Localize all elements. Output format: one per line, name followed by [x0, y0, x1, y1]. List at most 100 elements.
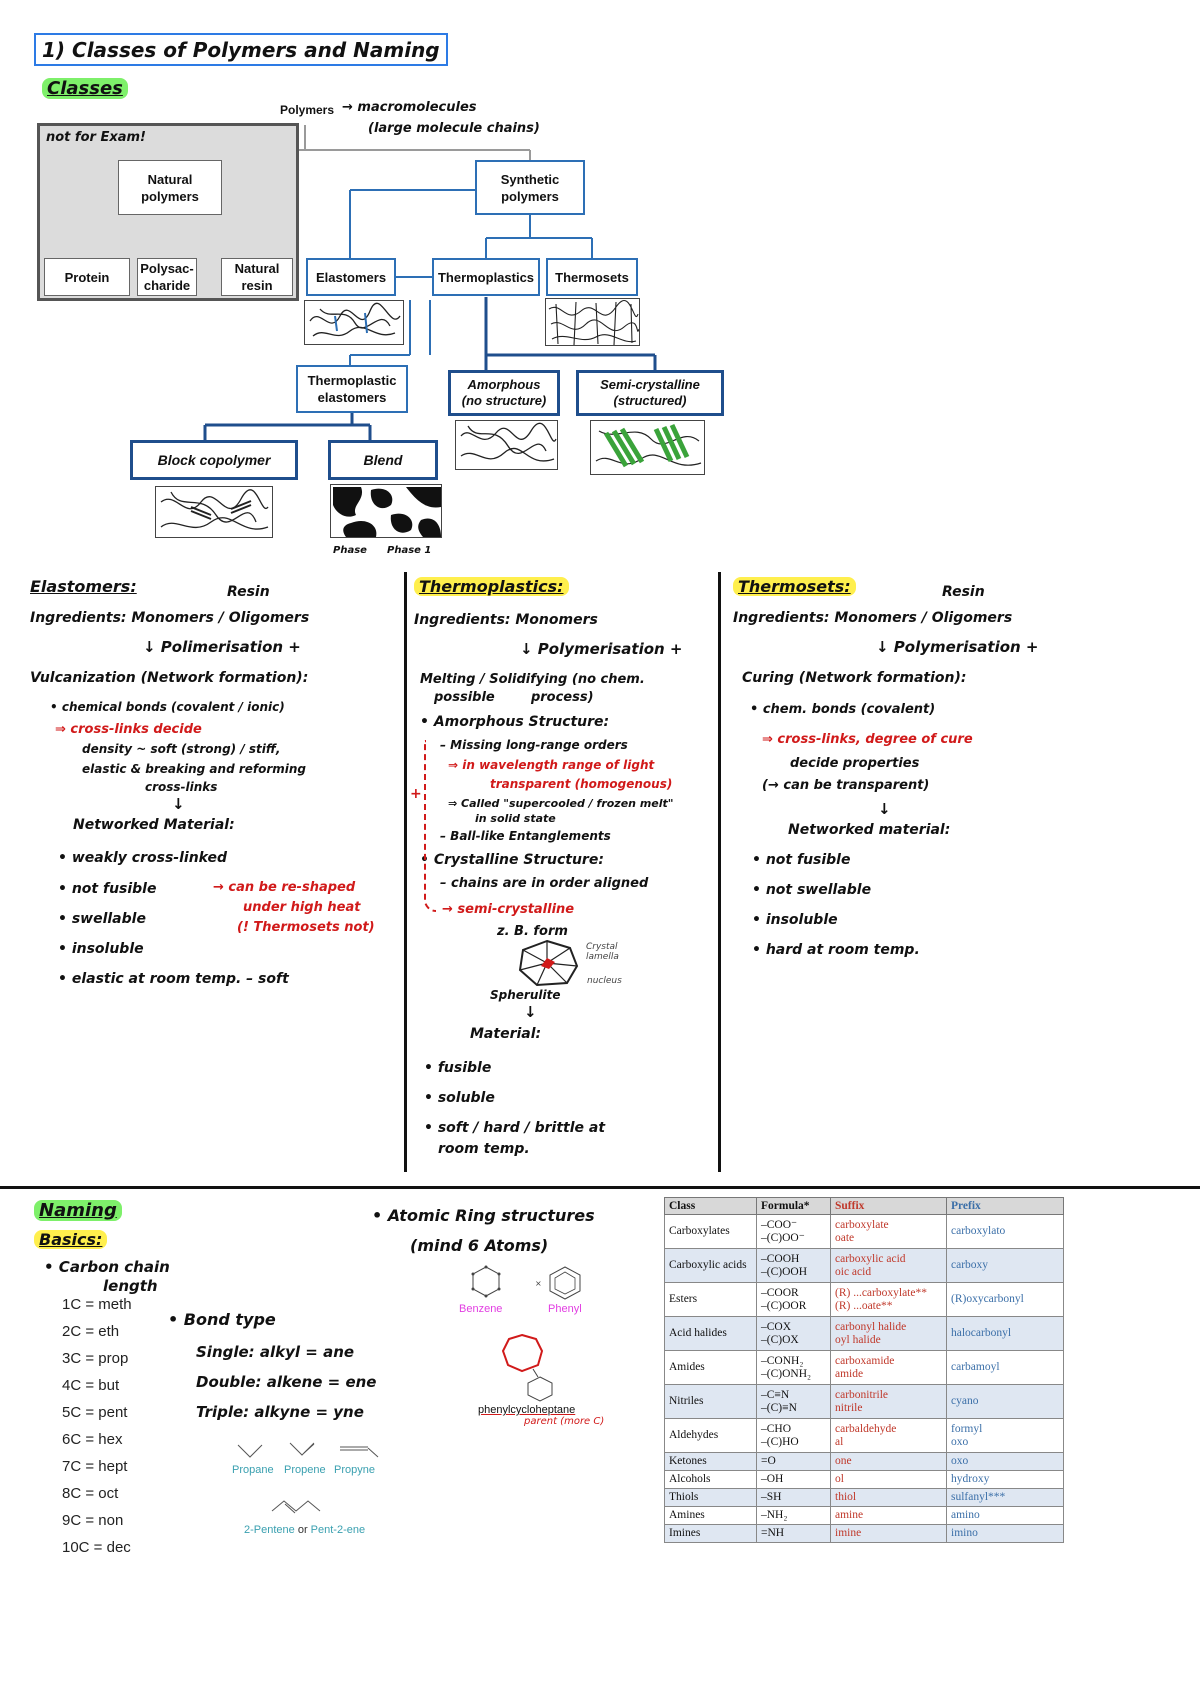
- root-note-2: (large molecule chains): [368, 121, 540, 136]
- table-cell: imine: [831, 1525, 947, 1543]
- single-bond: Single: alkyl = ane: [196, 1343, 354, 1361]
- chain-item: 4C = but: [62, 1377, 132, 1404]
- table-cell: (R) ...carboxylate** (R) ...oate**: [831, 1283, 947, 1317]
- blend-phase-label: Phase: [333, 545, 367, 556]
- polymers-root: Polymers: [280, 103, 334, 117]
- chain-length-list: 1C = meth 2C = eth 3C = prop 4C = but 5C…: [62, 1296, 132, 1566]
- elastomers-arrow: ↓: [172, 795, 185, 813]
- length-label: length: [103, 1277, 158, 1295]
- thermosets-p3: • insoluble: [752, 912, 838, 928]
- not-exam-label: not for Exam!: [46, 130, 146, 145]
- table-cell: ol: [831, 1471, 947, 1489]
- elastomers-p5: • elastic at room temp. – soft: [58, 971, 289, 987]
- polysaccharide-box: Polysac-charide: [137, 258, 197, 296]
- thermosets-heading: Thermosets:: [733, 577, 856, 596]
- table-cell: hydroxy: [947, 1471, 1064, 1489]
- elastomers-p2-note2: under high heat: [243, 900, 360, 915]
- chain-item: 9C = non: [62, 1512, 132, 1539]
- table-row: Carboxylic acids–COOH –(C)OOHcarboxylic …: [665, 1249, 1064, 1283]
- synthetic-polymers-box: Synthetic polymers: [475, 160, 585, 215]
- blend-image: [330, 484, 442, 538]
- chain-item: 6C = hex: [62, 1431, 132, 1458]
- header-suffix: Suffix: [831, 1198, 947, 1215]
- functional-groups-table: Class Formula* Suffix Prefix Carboxylate…: [664, 1197, 1064, 1543]
- table-cell: carbonyl halide oyl halide: [831, 1317, 947, 1351]
- propene-label: Propene: [284, 1464, 326, 1476]
- red-bracket: [424, 740, 436, 912]
- thermoplastics-m2: • soluble: [424, 1090, 495, 1106]
- thermoplastics-mat: Material:: [470, 1026, 541, 1042]
- table-row: Carboxylates–COO⁻ –(C)OO⁻carboxylate oat…: [665, 1215, 1064, 1249]
- table-cell: Imines: [665, 1525, 757, 1543]
- elastomers-b3: density ~ soft (strong) / stiff,: [82, 742, 280, 756]
- elastomers-b5: cross-links: [145, 780, 217, 794]
- thermosets-curing: Curing (Network formation):: [742, 670, 966, 686]
- table-cell: carbamoyl: [947, 1351, 1064, 1385]
- table-cell: imino: [947, 1525, 1064, 1543]
- elastomers-step: ↓ Polimerisation +: [143, 638, 301, 656]
- thermosets-box: Thermosets: [546, 258, 638, 296]
- thermoplastics-c1: • Crystalline Structure:: [420, 852, 604, 868]
- thermoplastics-a1: • Amorphous Structure:: [420, 714, 609, 730]
- table-cell: carboxy: [947, 1249, 1064, 1283]
- thermoplastics-a3: ⇒ in wavelength range of light: [448, 758, 654, 772]
- thermosets-arrow: ↓: [878, 800, 891, 818]
- elastomers-heading: Elastomers:: [30, 577, 137, 596]
- table-cell: carbaldehyde al: [831, 1419, 947, 1453]
- elastomers-p1: • weakly cross-linked: [58, 850, 227, 866]
- thermosets-b2-text: ⇒ cross-links, degree of cure: [762, 732, 973, 747]
- thermoplastics-box: Thermoplastics: [432, 258, 540, 296]
- spherulite-image: [515, 938, 580, 988]
- propane-structures: [228, 1435, 388, 1463]
- phenylcycloheptane-structure: [500, 1333, 560, 1405]
- phenylcycloheptane-label: phenylcycloheptane: [478, 1404, 575, 1416]
- chain-item: 5C = pent: [62, 1404, 132, 1431]
- thermoplastics-a2: – Missing long-range orders: [440, 738, 628, 752]
- bond-type-label: • Bond type: [168, 1310, 276, 1329]
- table-cell: carboxylic acid oic acid: [831, 1249, 947, 1283]
- thermoplastics-a5: ⇒ Called "supercooled / frozen melt": [448, 797, 674, 810]
- bracket-plus: +: [410, 786, 422, 802]
- table-cell: oxo: [947, 1453, 1064, 1471]
- table-cell: –SH: [757, 1489, 831, 1507]
- table-row: Esters–COOR –(C)OOR(R) ...carboxylate** …: [665, 1283, 1064, 1317]
- natural-polymers-box: Natural polymers: [118, 160, 222, 215]
- elastomers-p2-note: → can be re-shaped: [213, 880, 355, 895]
- table-cell: –CHO –(C)HO: [757, 1419, 831, 1453]
- basics-heading: Basics:: [34, 1230, 107, 1249]
- table-cell: Amines: [665, 1507, 757, 1525]
- table-cell: –COOR –(C)OOR: [757, 1283, 831, 1317]
- table-cell: amine: [831, 1507, 947, 1525]
- elastomers-box: Elastomers: [306, 258, 396, 296]
- thermosets-p2: • not swellable: [752, 882, 871, 898]
- elastomers-ingredients: Ingredients: Monomers / Oligomers: [30, 610, 309, 626]
- chain-item: 8C = oct: [62, 1485, 132, 1512]
- semi-crystalline-label: Semi-crystalline (structured): [600, 377, 700, 409]
- naming-heading: Naming: [34, 1200, 122, 1221]
- chain-item: 7C = hept: [62, 1458, 132, 1485]
- thermoplastics-a6: in solid state: [475, 812, 556, 825]
- thermosets-b4: (→ can be transparent): [762, 778, 929, 793]
- table-header-row: Class Formula* Suffix Prefix: [665, 1198, 1064, 1215]
- chain-item: 1C = meth: [62, 1296, 132, 1323]
- pentene-label: 2-Pentene: [244, 1524, 295, 1536]
- table-cell: one: [831, 1453, 947, 1471]
- natural-resin-box: Natural resin: [221, 258, 293, 296]
- ring-structures-label: • Atomic Ring structures: [372, 1206, 595, 1225]
- table-row: Amides–CONH₂ –(C)ONH₂carboxamide amideca…: [665, 1351, 1064, 1385]
- elastomers-vulc: Vulcanization (Network formation):: [30, 670, 308, 686]
- crystal-lamella-label: Crystal lamella: [586, 942, 634, 962]
- elastomers-p2: • not fusible: [58, 881, 156, 897]
- thermoplastics-melt: Melting / Solidifying (no chem.: [420, 672, 645, 687]
- thermoplastics-m1: • fusible: [424, 1060, 491, 1076]
- table-cell: Thiols: [665, 1489, 757, 1507]
- propane-label: Propane: [232, 1464, 274, 1476]
- tpe-box: Thermoplastic elastomers: [296, 365, 408, 413]
- thermosets-resin: Resin: [942, 584, 985, 600]
- protein-box: Protein: [44, 258, 130, 296]
- elastomers-p3: • swellable: [58, 911, 146, 927]
- elastomer-network-image: [304, 300, 404, 345]
